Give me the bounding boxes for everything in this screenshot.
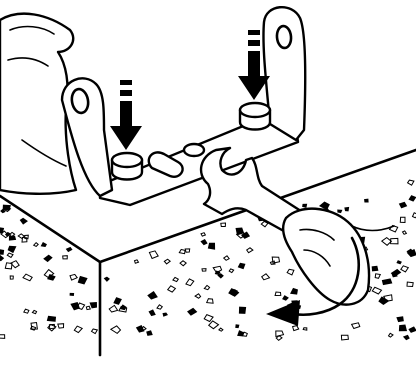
concrete-speckle — [147, 331, 152, 335]
concrete-speckle — [338, 210, 342, 213]
concrete-speckle — [0, 228, 4, 234]
concrete-speckle — [365, 199, 369, 202]
concrete-speckle — [0, 249, 4, 254]
concrete-speckle — [345, 208, 349, 211]
concrete-speckle — [239, 307, 245, 313]
concrete-speckle — [382, 279, 391, 285]
concrete-speckle — [238, 263, 244, 268]
concrete-speckle — [70, 293, 74, 295]
concrete-speckle — [397, 317, 403, 322]
concrete-speckle — [3, 205, 10, 210]
concrete-speckle — [236, 325, 239, 328]
concrete-speckle — [215, 271, 219, 274]
concrete-speckle — [372, 266, 378, 271]
concrete-speckle — [397, 261, 401, 264]
concrete-speckle — [9, 236, 15, 240]
concrete-speckle — [208, 243, 214, 249]
concrete-speckle — [303, 204, 307, 207]
concrete-speckle — [47, 316, 55, 321]
concrete-speckle — [236, 228, 243, 235]
concrete-speckle — [399, 325, 406, 331]
